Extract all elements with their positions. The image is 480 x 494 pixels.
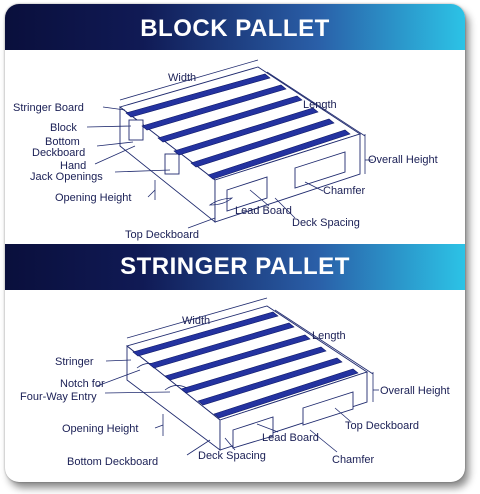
leader-lead-board [256,423,279,433]
leader-stringer [105,359,132,362]
label-deck-spacing: Deck Spacing [198,450,266,462]
label-block: Block [50,122,77,134]
leader-top-deckboard [334,407,351,422]
block-pallet-title: BLOCK PALLET [5,4,465,50]
leader-hand-jack-2 [114,169,171,173]
leader-block [86,125,132,128]
deckboard-2 [141,84,287,131]
notch-right [164,385,188,391]
leader-opening-height [154,424,164,429]
deckboard-3 [164,334,311,381]
label-opening-height: Opening Height [55,192,131,204]
deckboard-5 [197,357,343,406]
stringer-pallet-panel: Width Length Stringer Notch for Four-Way… [5,290,465,482]
label-overall-height: Overall Height [368,154,438,166]
entry-opening-right [302,391,354,426]
label-deck-spacing: Deck Spacing [292,217,360,229]
leader-top-deckboard [187,217,216,229]
label-opening-height: Opening Height [62,423,138,435]
label-width: Width [168,72,196,84]
label-hand-jack-line1: Hand [60,160,86,172]
label-hand-jack-line2: Jack Openings [30,171,103,183]
label-lead-board: Lead Board [235,205,292,217]
leader-lead-board [249,189,270,207]
leader-deck-spacing [274,197,296,219]
leader-hand-jack-1 [94,145,136,165]
label-top-deckboard: Top Deckboard [345,420,419,432]
deckboard-1 [125,73,271,118]
label-bottom-deckboard-line1: Bottom [45,136,80,148]
stringer-pallet-drawing: Width Length Stringer Notch for Four-Way… [20,297,450,468]
width-dimension-line [119,59,259,101]
label-bottom-deckboard: Bottom Deckboard [67,456,158,468]
chamfer-cutout [208,197,234,206]
leader-bottom-deckboard [96,141,134,147]
label-stringer: Stringer [55,356,94,368]
deckboard-1 [132,311,279,357]
label-lead-board: Lead Board [262,432,319,444]
width-dimension-line [126,297,268,339]
label-notch-line1: Notch for [60,378,105,390]
label-stringer-board: Stringer Board [13,102,84,114]
label-top-deckboard: Top Deckboard [125,229,199,241]
label-bottom-deckboard-line2: Deckboard [32,147,85,159]
deckboard-6 [207,129,351,180]
leader-opening-height [147,189,156,198]
label-chamfer: Chamfer [332,454,375,466]
block-pallet-drawing: Width Length Stringer Board Block Bottom… [13,59,438,241]
deckboard-4 [173,107,319,156]
corner-block [128,119,144,141]
leader-deck-spacing [224,437,236,451]
jack-opening-right [294,151,346,189]
length-dimension-line [266,71,366,137]
block-pallet-panel: Width Length Stringer Board Block Bottom… [5,50,465,244]
deckboard-6 [213,368,359,419]
deckboard-2 [148,322,295,369]
label-length: Length [312,330,346,342]
label-overall-height: Overall Height [380,385,450,397]
label-width: Width [182,315,210,327]
middle-block [164,153,180,175]
leader-notch-2 [104,391,171,394]
leader-stringer-board [102,106,126,111]
label-chamfer: Chamfer [323,185,366,197]
pallet-diagram-card: BLOCK PALLET [5,4,465,482]
label-notch-line2: Four-Way Entry [20,391,97,403]
leader-chamfer [309,429,338,453]
length-dimension-line [274,309,374,375]
deckboard-4 [180,346,327,394]
stringer-pallet-title: STRINGER PALLET [5,244,465,290]
label-length: Length [303,99,337,111]
leader-bottom-deckboard [186,439,211,456]
entry-opening-left [232,416,274,449]
deckboard-5 [190,118,335,168]
leader-chamfer [304,181,324,192]
leader-notch-1 [96,369,141,387]
deckboard-3 [157,95,303,143]
jack-opening-left [226,176,268,212]
